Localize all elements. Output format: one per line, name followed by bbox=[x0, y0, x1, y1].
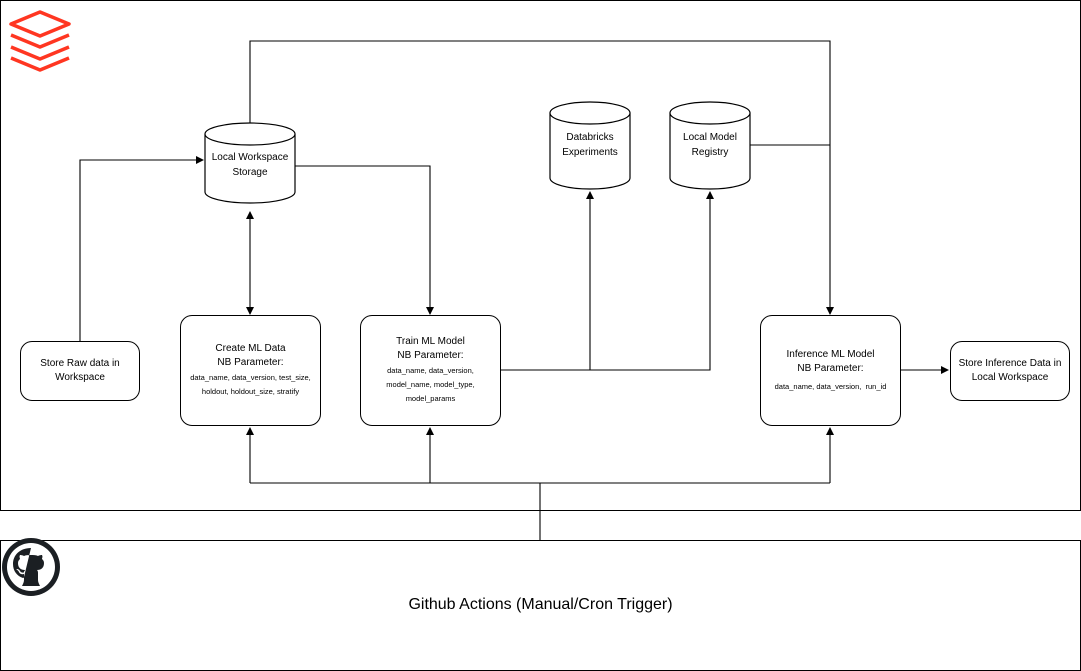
create-ml-data-node[interactable]: Create ML Data NB Parameter: data_name, … bbox=[180, 315, 321, 426]
github-logo-icon bbox=[2, 538, 60, 596]
local-model-registry-cylinder[interactable] bbox=[669, 101, 751, 190]
store-raw-data-label: Store Raw data in Workspace bbox=[40, 358, 120, 383]
databricks-experiments-cylinder[interactable] bbox=[549, 101, 631, 190]
train-ml-model-node[interactable]: Train ML Model NB Parameter: data_name, … bbox=[360, 315, 501, 426]
create-ml-data-param-heading: NB Parameter: bbox=[217, 357, 284, 368]
train-ml-model-params: data_name, data_version, model_name, mod… bbox=[386, 366, 475, 403]
databricks-logo-icon bbox=[9, 10, 71, 72]
store-inference-data-label: Store Inference Data in Local Workspace bbox=[958, 358, 1062, 383]
edge-raw-to-storage bbox=[79, 156, 204, 341]
storage-label: Local Workspace Storage bbox=[205, 150, 295, 180]
registry-label: Local Model Registry bbox=[670, 130, 750, 160]
store-raw-data-node[interactable]: Store Raw data in Workspace bbox=[20, 341, 140, 401]
experiments-label: Databricks Experiments bbox=[550, 130, 630, 160]
create-ml-data-params: data_name, data_version, test_size, hold… bbox=[190, 373, 311, 396]
inference-ml-model-params: data_name, data_version, run_id bbox=[774, 381, 887, 391]
local-workspace-storage-cylinder[interactable] bbox=[204, 122, 296, 204]
registry-label-line-1: Local Model bbox=[683, 132, 737, 143]
edge-train-to-registry bbox=[590, 191, 714, 371]
experiments-label-line-1: Databricks bbox=[566, 132, 614, 143]
storage-label-line-1: Local Workspace bbox=[211, 152, 289, 163]
storage-label-line-2: Storage bbox=[232, 167, 268, 178]
edge-train-to-experiments bbox=[500, 191, 594, 371]
store-inference-data-node[interactable]: Store Inference Data in Local Workspace bbox=[950, 341, 1070, 401]
experiments-label-line-2: Experiments bbox=[562, 147, 618, 158]
inference-ml-model-param-heading: NB Parameter: bbox=[797, 362, 864, 374]
github-actions-label: Github Actions (Manual/Cron Trigger) bbox=[408, 596, 673, 613]
create-ml-data-title: Create ML Data bbox=[215, 343, 286, 354]
inference-ml-model-node[interactable]: Inference ML Model NB Parameter: data_na… bbox=[760, 315, 901, 426]
inference-ml-model-title: Inference ML Model bbox=[786, 348, 875, 360]
registry-label-line-2: Registry bbox=[691, 147, 729, 158]
edge-storage-to-train bbox=[295, 165, 434, 315]
train-ml-model-param-heading: NB Parameter: bbox=[397, 350, 464, 361]
train-ml-model-title: Train ML Model bbox=[396, 336, 465, 347]
edge-storage-to-inference bbox=[249, 40, 834, 315]
